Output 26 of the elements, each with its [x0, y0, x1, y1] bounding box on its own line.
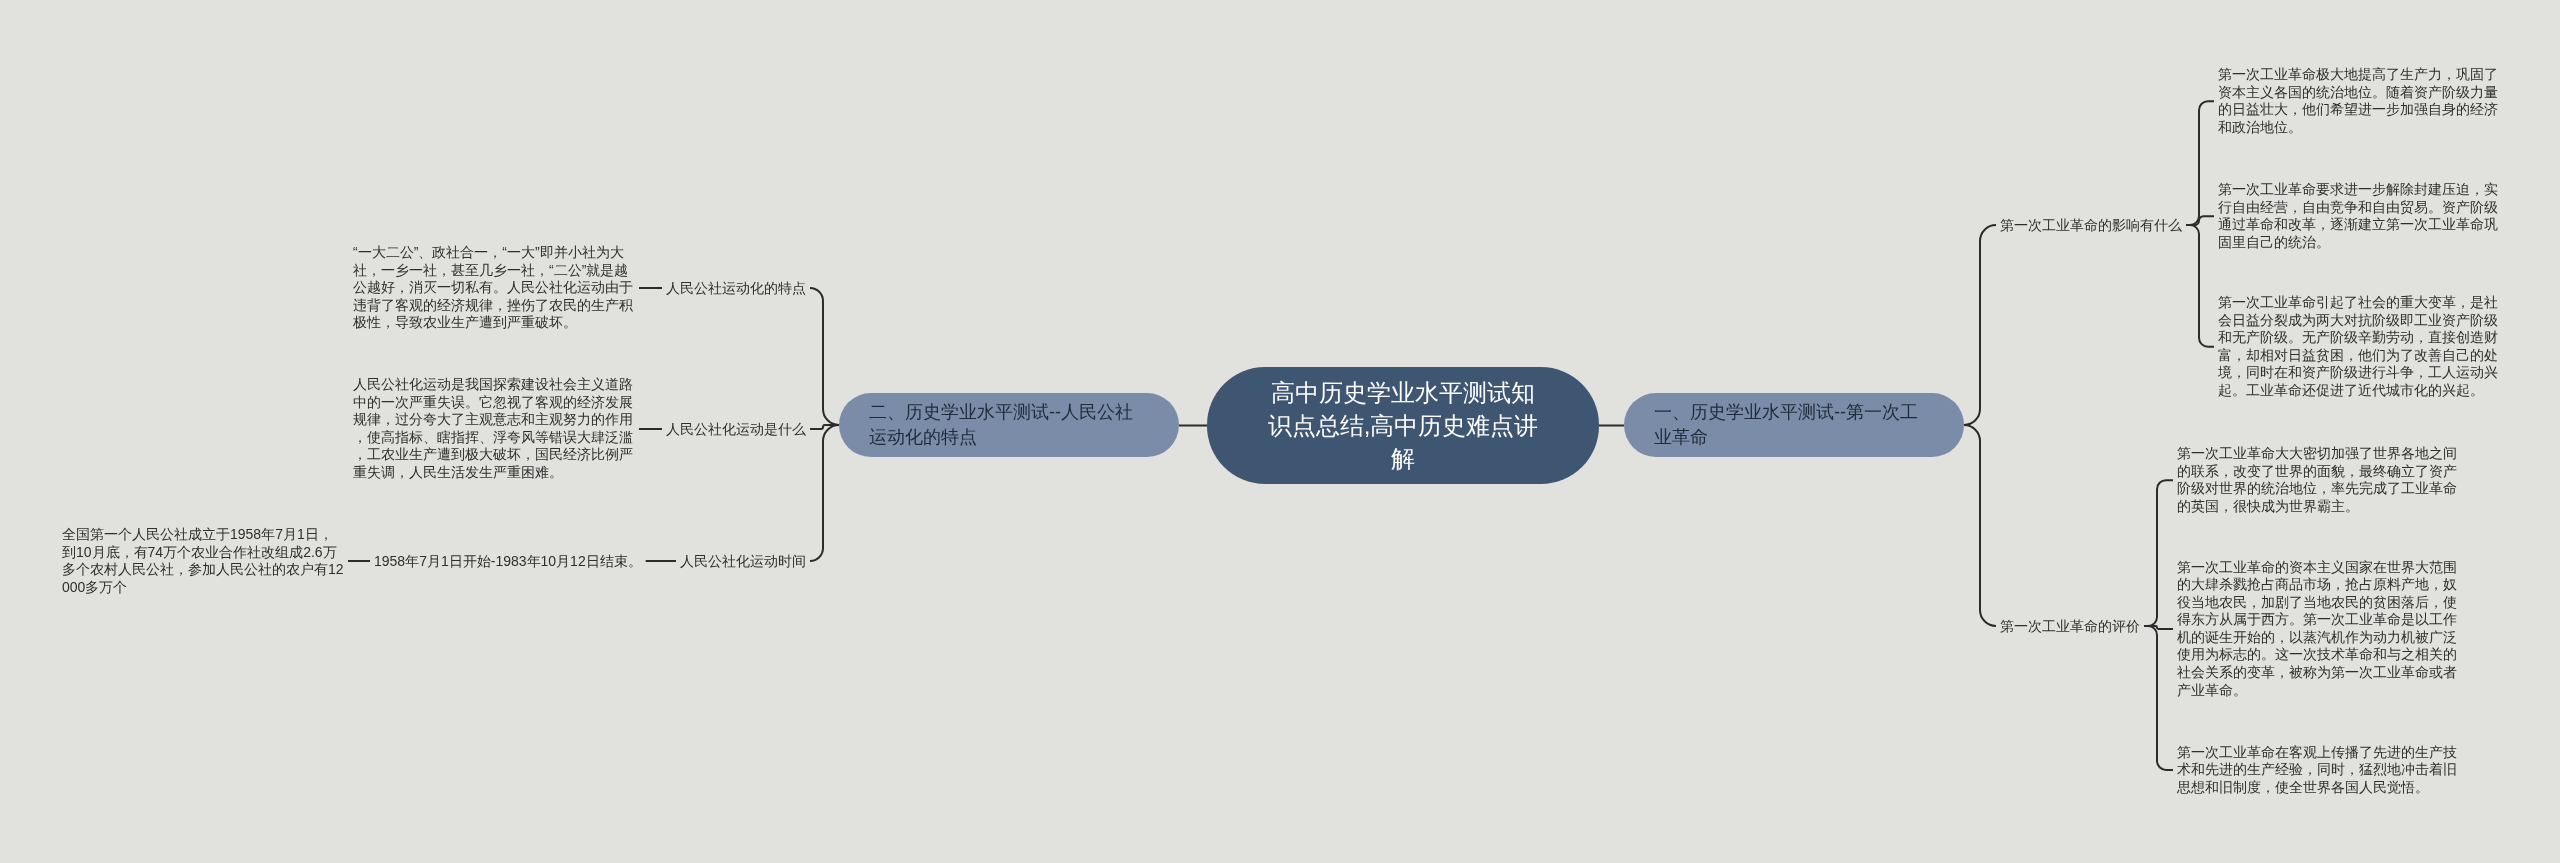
- note-text: “一大二公”、政社合一，“一大”即并小社为大社，一乡一社，甚至几乡一社，“二公”就是越公越好，消灭一切私有。人民公社化运动由于违背了客观的经济规律，挫伤了农民的生产积极性，导致农业生产遭到严重破坏。: [349, 244, 639, 332]
- connector-line: [1963, 424, 1997, 627]
- note-text: 第一次工业革命极大地提高了生产力，巩固了资本主义各国的统治地位。随着资产阶级力量的日益壮大，他们希望进一步加强自身的经济和政治地位。: [2214, 66, 2504, 137]
- note-text: 第一次工业革命引起了社会的重大变革，是社会日益分裂成为两大对抗阶级即工业资产阶级和无产阶级。无产阶级辛勤劳动，直接创造财富，却相对日益贫困，他们为了改善自己的处境，同时在和资产阶级进行斗争，工人运动兴起。工业革命还促进了近代城市化的兴起。: [2214, 294, 2504, 400]
- connector-line: [1598, 424, 1625, 427]
- subtopic-label: 1958年7月1日开始-1983年10月12日结束。: [370, 552, 646, 570]
- connector-line: [1178, 424, 1208, 427]
- connector-line: [638, 287, 663, 289]
- note-text: 第一次工业革命的资本主义国家在世界大范围的大肆杀戮抢占商品市场，抢占原料产地，奴役当地农民，加剧了当地农民的贫困落后，使得东方从属于西方。第一次工业革命是以工作机的诞生开始的，以蒸汽机作为动力机被广泛使用为标志的。这一次技术革命和与之相关的社会关系的变革，被称为第一次工业革命或者产业革命。: [2173, 558, 2463, 700]
- central-topic-pill: 高中历史学业水平测试知识点总结,高中历史难点讲解: [1207, 367, 1599, 484]
- note-text: 第一次工业革命大大密切加强了世界各地之间的联系，改变了世界的面貌，最终确立了资产阶级对世界的统治地位，率先完成了工业革命的英国，很快成为世界霸主。: [2173, 445, 2463, 516]
- note-text: 第一次工业革命要求进一步解除封建压迫，实行自由经营，自由竞争和自由贸易。资产阶级通过革命和改革，逐渐建立第一次工业革命巩固里自己的统治。: [2214, 181, 2504, 252]
- subtopic-label: 第一次工业革命的评价: [1996, 617, 2144, 635]
- subtopic-label: 第一次工业革命的影响有什么: [1996, 216, 2186, 234]
- connector-line: [644, 560, 677, 562]
- subtopic-label: 人民公社运动化的特点: [662, 279, 810, 297]
- subtopic-label: 人民公社化运动时间: [676, 552, 810, 570]
- connector-line: [347, 560, 371, 562]
- connector-line: [638, 428, 663, 430]
- branch-topic-pill: 一、历史学业水平测试--第一次工业革命: [1624, 393, 1964, 457]
- connector-line: [809, 424, 840, 562]
- subtopic-label: 人民公社化运动是什么: [662, 420, 810, 438]
- note-text: 全国第一个人民公社成立于1958年7月1日，到10月底，有74万个农业合作社改组成2.6万多个农村人民公社，参加人民公社的农户有12000多万个: [58, 526, 348, 597]
- note-text: 人民公社化运动是我国探索建设社会主义道路中的一次严重失误。它忽视了客观的经济发展规律，过分夸大了主观意志和主观努力的作用，使高指标、瞎指挥、浮夸风等错误大肆泛滥，工农业生产遭到极大破坏，国民经济比例严重失调，人民生活发生严重困难。: [349, 376, 639, 482]
- branch-topic-pill: 二、历史学业水平测试--人民公社运动化的特点: [839, 393, 1179, 457]
- note-text: 第一次工业革命在客观上传播了先进的生产技术和先进的生产经验，同时，猛烈地冲击着旧思想和旧制度，使全世界各国人民觉悟。: [2173, 743, 2463, 797]
